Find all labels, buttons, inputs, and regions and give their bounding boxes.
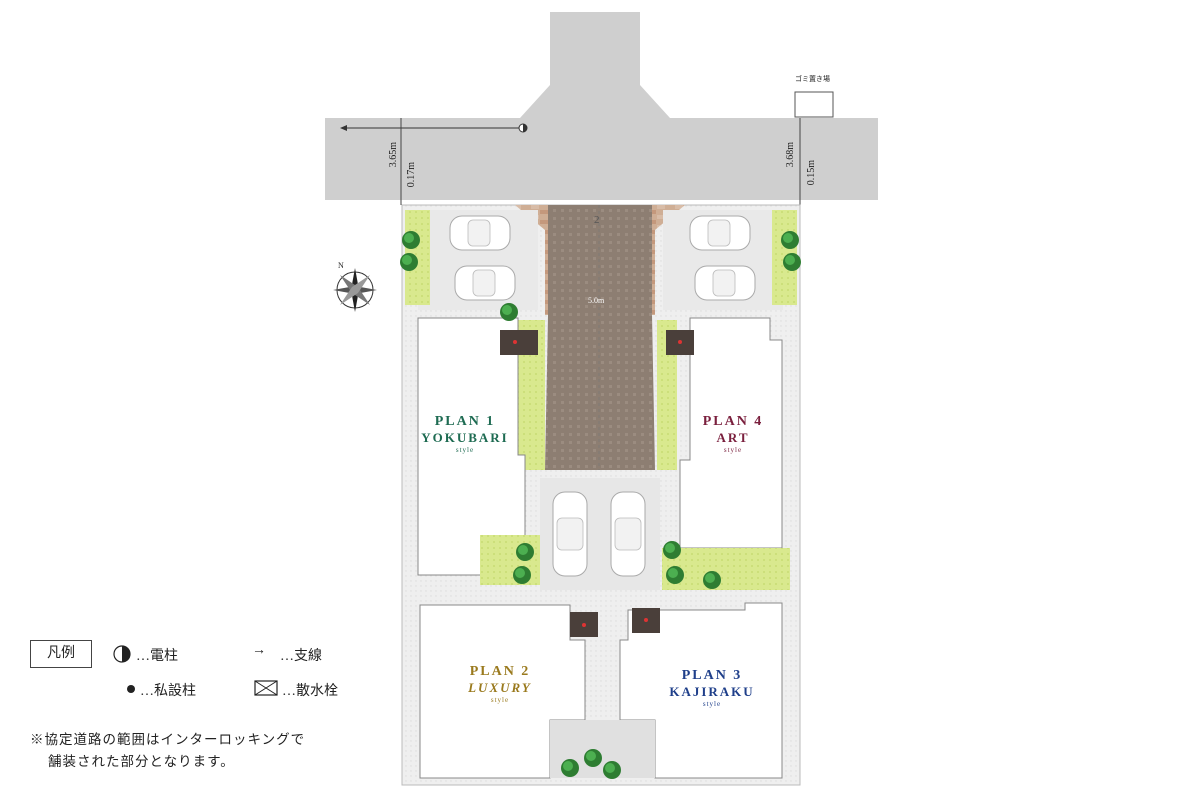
legend-private-pole: …私設柱 — [140, 684, 196, 699]
plan-2-label: PLAN 2 LUXURY style — [450, 664, 550, 704]
plan-3-name: KAJIRAKU — [669, 684, 755, 699]
road-width-left: 3.65m — [388, 142, 399, 168]
plan-1-title: PLAN 1 — [434, 414, 496, 429]
plan-2-style: style — [490, 696, 510, 704]
legend-note-line-1: ※協定道路の範囲はインターロッキングで — [30, 732, 306, 747]
arrow-right-icon: → — [252, 643, 266, 658]
legend-title: 凡例 — [30, 640, 92, 668]
plan-1-style: style — [455, 446, 475, 454]
road-offset-right: 0.15m — [806, 160, 817, 186]
legend-utility-pole: …電柱 — [136, 649, 178, 664]
compass-north-label: N — [338, 261, 344, 270]
private-pole-icon — [127, 685, 135, 693]
plan-1-name: YOKUBARI — [421, 430, 509, 445]
plan-3-label: PLAN 3 KAJIRAKU style — [662, 668, 762, 708]
private-road-paving — [545, 205, 655, 470]
compass-icon — [333, 268, 377, 312]
garbage-point-label: ゴミ置き場 — [795, 75, 830, 83]
plan-4-title: PLAN 4 — [702, 414, 764, 429]
utility-box — [500, 330, 538, 355]
private-road-width: 5.0m — [588, 296, 605, 305]
garbage-point — [794, 91, 834, 118]
road-width-right: 3.68m — [785, 142, 796, 168]
plan-2-name: LUXURY — [468, 680, 532, 695]
lot-plan-1 — [417, 317, 526, 576]
road-offset-left: 0.17m — [406, 162, 417, 188]
road-number: 2 — [594, 214, 600, 226]
road-arrow-head — [340, 125, 347, 131]
plan-4-style: style — [723, 446, 743, 454]
plan-4-name: ART — [716, 430, 750, 445]
public-road — [325, 12, 878, 200]
plan-3-style: style — [702, 700, 722, 708]
sprinkler-icon — [254, 680, 278, 696]
plan-2-title: PLAN 2 — [469, 664, 531, 679]
plan-3-title: PLAN 3 — [681, 668, 743, 683]
plan-1-label: PLAN 1 YOKUBARI style — [420, 414, 510, 454]
utility-pole-icon — [113, 645, 131, 663]
legend-sprinkler: …散水栓 — [282, 684, 338, 699]
plan-4-label: PLAN 4 ART style — [688, 414, 778, 454]
legend-note-line-2: 舗装された部分となります。 — [48, 754, 235, 769]
legend-guy-wire: …支線 — [280, 649, 322, 664]
legend: 凡例 …電柱 → …支線 …私設柱 …散水栓 ※協定道路の範囲はインターロッキン… — [30, 640, 400, 780]
